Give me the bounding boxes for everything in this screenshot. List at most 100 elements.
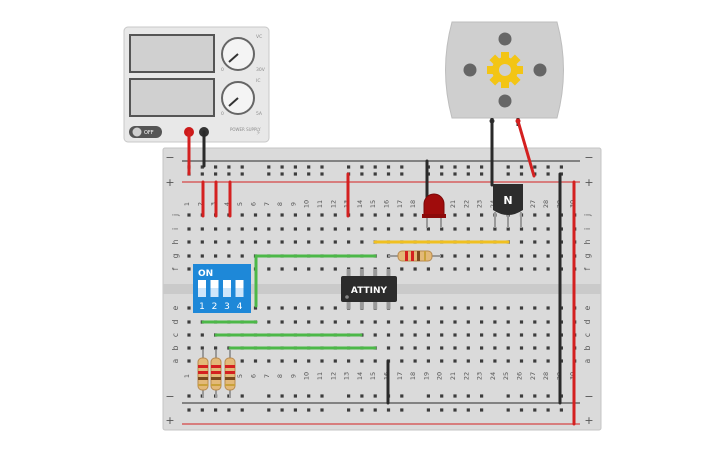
rail-hole[interactable] (386, 408, 391, 412)
rail-hole[interactable] (240, 165, 244, 169)
tie-point-hole[interactable] (227, 227, 231, 231)
tie-point-hole[interactable] (386, 213, 391, 217)
tie-point-hole[interactable] (293, 359, 297, 363)
resistor-3[interactable] (224, 350, 236, 398)
tie-point-hole[interactable] (280, 359, 284, 363)
tie-point-hole[interactable] (440, 333, 444, 337)
tie-point-hole[interactable] (440, 346, 444, 350)
tie-point-hole[interactable] (546, 333, 550, 337)
rail-hole[interactable] (187, 394, 191, 398)
tie-point-hole[interactable] (426, 227, 430, 231)
tie-point-hole[interactable] (307, 213, 311, 217)
tie-point-hole[interactable] (200, 240, 204, 244)
rail-hole[interactable] (293, 394, 297, 398)
tie-point-hole[interactable] (187, 254, 191, 258)
tie-point-hole[interactable] (360, 359, 364, 363)
rail-hole[interactable] (519, 165, 524, 169)
tie-point-hole[interactable] (347, 240, 351, 244)
tie-point-hole[interactable] (280, 213, 284, 217)
tie-point-hole[interactable] (413, 267, 417, 271)
rail-hole[interactable] (227, 172, 231, 176)
tie-point-hole[interactable] (546, 346, 550, 350)
tie-point-hole[interactable] (347, 320, 351, 324)
rail-hole[interactable] (307, 172, 311, 176)
tie-point-hole[interactable] (426, 267, 430, 271)
rail-hole[interactable] (519, 172, 524, 176)
tie-point-hole[interactable] (214, 227, 218, 231)
tie-point-hole[interactable] (440, 320, 444, 324)
tie-point-hole[interactable] (227, 254, 231, 258)
tie-point-hole[interactable] (493, 359, 497, 363)
rail-hole[interactable] (293, 165, 297, 169)
rail-hole[interactable] (546, 172, 550, 176)
tie-point-hole[interactable] (200, 346, 204, 350)
tie-point-hole[interactable] (253, 240, 258, 244)
tie-point-hole[interactable] (533, 213, 537, 217)
rail-hole[interactable] (360, 394, 364, 398)
tie-point-hole[interactable] (320, 320, 324, 324)
rail-hole[interactable] (373, 408, 377, 412)
tie-point-hole[interactable] (214, 254, 218, 258)
tie-point-hole[interactable] (386, 320, 391, 324)
tie-point-hole[interactable] (453, 254, 457, 258)
tie-point-hole[interactable] (426, 346, 430, 350)
tie-point-hole[interactable] (506, 227, 510, 231)
rail-hole[interactable] (466, 408, 470, 412)
tie-point-hole[interactable] (480, 306, 484, 310)
tie-point-hole[interactable] (187, 333, 191, 337)
tie-point-hole[interactable] (400, 213, 404, 217)
rail-hole[interactable] (280, 408, 284, 412)
rail-hole[interactable] (519, 394, 524, 398)
tie-point-hole[interactable] (413, 346, 417, 350)
tie-point-hole[interactable] (347, 227, 351, 231)
tie-point-hole[interactable] (533, 346, 537, 350)
tie-point-hole[interactable] (506, 333, 510, 337)
rail-hole[interactable] (546, 394, 550, 398)
transistor[interactable]: N (493, 184, 523, 228)
rail-hole[interactable] (533, 165, 537, 169)
tie-point-hole[interactable] (333, 240, 337, 244)
rail-hole[interactable] (240, 394, 244, 398)
tie-point-hole[interactable] (267, 359, 271, 363)
tie-point-hole[interactable] (280, 227, 284, 231)
tie-point-hole[interactable] (240, 254, 244, 258)
rail-hole[interactable] (320, 408, 324, 412)
tie-point-hole[interactable] (307, 306, 311, 310)
tie-point-hole[interactable] (293, 240, 297, 244)
tie-point-hole[interactable] (480, 267, 484, 271)
tie-point-hole[interactable] (293, 267, 297, 271)
tie-point-hole[interactable] (480, 213, 484, 217)
rail-hole[interactable] (280, 172, 284, 176)
resistor-horizontal[interactable] (388, 250, 441, 262)
tie-point-hole[interactable] (214, 240, 218, 244)
tie-point-hole[interactable] (453, 227, 457, 231)
rail-hole[interactable] (386, 165, 391, 169)
tie-point-hole[interactable] (519, 267, 524, 271)
rail-hole[interactable] (506, 172, 510, 176)
rail-hole[interactable] (400, 394, 404, 398)
rail-hole[interactable] (453, 172, 457, 176)
tie-point-hole[interactable] (360, 213, 364, 217)
tie-point-hole[interactable] (546, 254, 550, 258)
rail-hole[interactable] (373, 394, 377, 398)
tie-point-hole[interactable] (440, 227, 444, 231)
rail-hole[interactable] (519, 408, 524, 412)
tie-point-hole[interactable] (493, 306, 497, 310)
rail-hole[interactable] (293, 172, 297, 176)
tie-point-hole[interactable] (307, 227, 311, 231)
rail-hole[interactable] (466, 394, 470, 398)
rail-hole[interactable] (200, 408, 204, 412)
tie-point-hole[interactable] (546, 306, 550, 310)
tie-point-hole[interactable] (413, 333, 417, 337)
tie-point-hole[interactable] (347, 359, 351, 363)
rail-hole[interactable] (240, 172, 244, 176)
rail-hole[interactable] (187, 408, 191, 412)
tie-point-hole[interactable] (533, 254, 537, 258)
rail-hole[interactable] (440, 408, 444, 412)
tie-point-hole[interactable] (519, 359, 524, 363)
tie-point-hole[interactable] (493, 227, 497, 231)
tie-point-hole[interactable] (546, 227, 550, 231)
rail-hole[interactable] (227, 408, 231, 412)
tie-point-hole[interactable] (333, 267, 337, 271)
tie-point-hole[interactable] (546, 320, 550, 324)
